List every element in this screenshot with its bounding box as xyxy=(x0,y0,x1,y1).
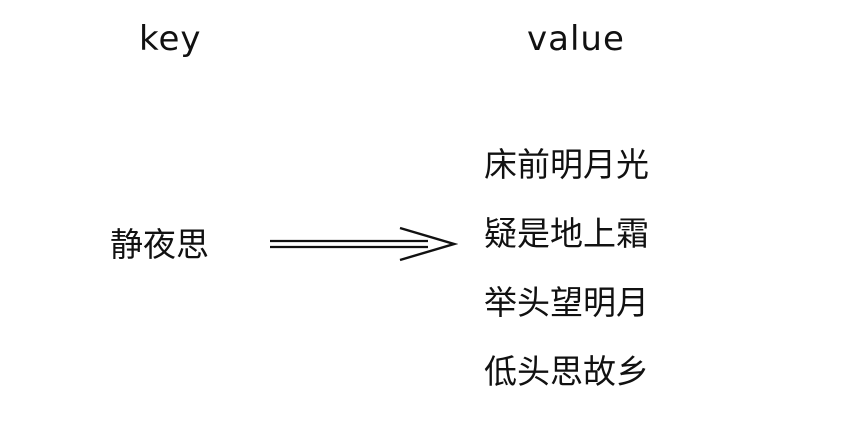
value-line-4: 低头思故乡 xyxy=(484,352,649,391)
key-label: 静夜思 xyxy=(110,225,209,264)
value-header: value xyxy=(527,19,625,59)
key-header: key xyxy=(139,19,202,59)
value-line-3: 举头望明月 xyxy=(484,283,649,322)
arrow-right-icon xyxy=(270,226,458,262)
value-line-1: 床前明月光 xyxy=(484,145,649,184)
value-line-2: 疑是地上霜 xyxy=(484,214,649,253)
arrow-head xyxy=(399,226,458,262)
value-list: 床前明月光 疑是地上霜 举头望明月 低头思故乡 xyxy=(484,148,649,424)
